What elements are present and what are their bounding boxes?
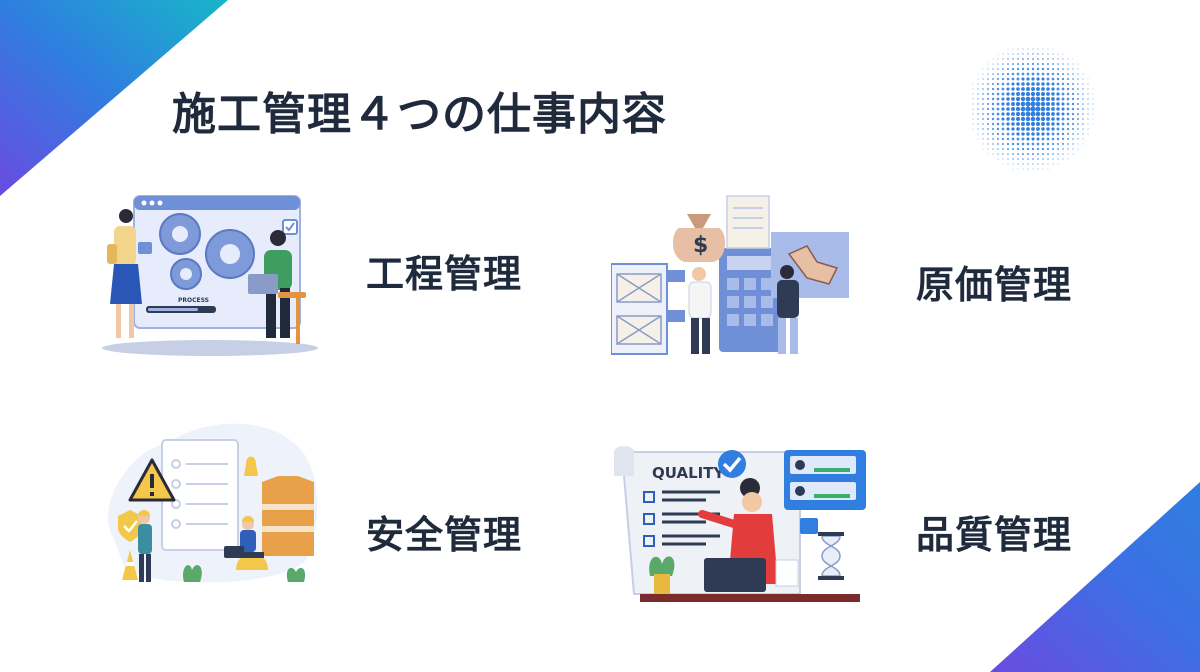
- process-caption: PROCESS: [178, 297, 209, 304]
- item-label-schedule: 工程管理: [366, 252, 523, 296]
- schedule-process-illustration: PROCESS: [102, 195, 318, 356]
- dollar-sign: $: [693, 233, 708, 258]
- safety-worker-illustration: [108, 423, 318, 583]
- corner-gradient-bottom-right: [990, 482, 1200, 672]
- halftone-dot-circle: [972, 48, 1094, 170]
- item-label-safety: 安全管理: [366, 513, 523, 557]
- page-title: 施工管理４つの仕事内容: [172, 89, 667, 140]
- corner-gradient-top-left: [0, 0, 228, 196]
- cost-budget-illustration: $: [611, 195, 849, 355]
- item-label-cost: 原価管理: [916, 263, 1073, 307]
- quality-checklist-illustration: QUALITY: [614, 446, 866, 602]
- item-label-quality: 品質管理: [916, 513, 1073, 557]
- quality-caption: QUALITY: [652, 464, 725, 482]
